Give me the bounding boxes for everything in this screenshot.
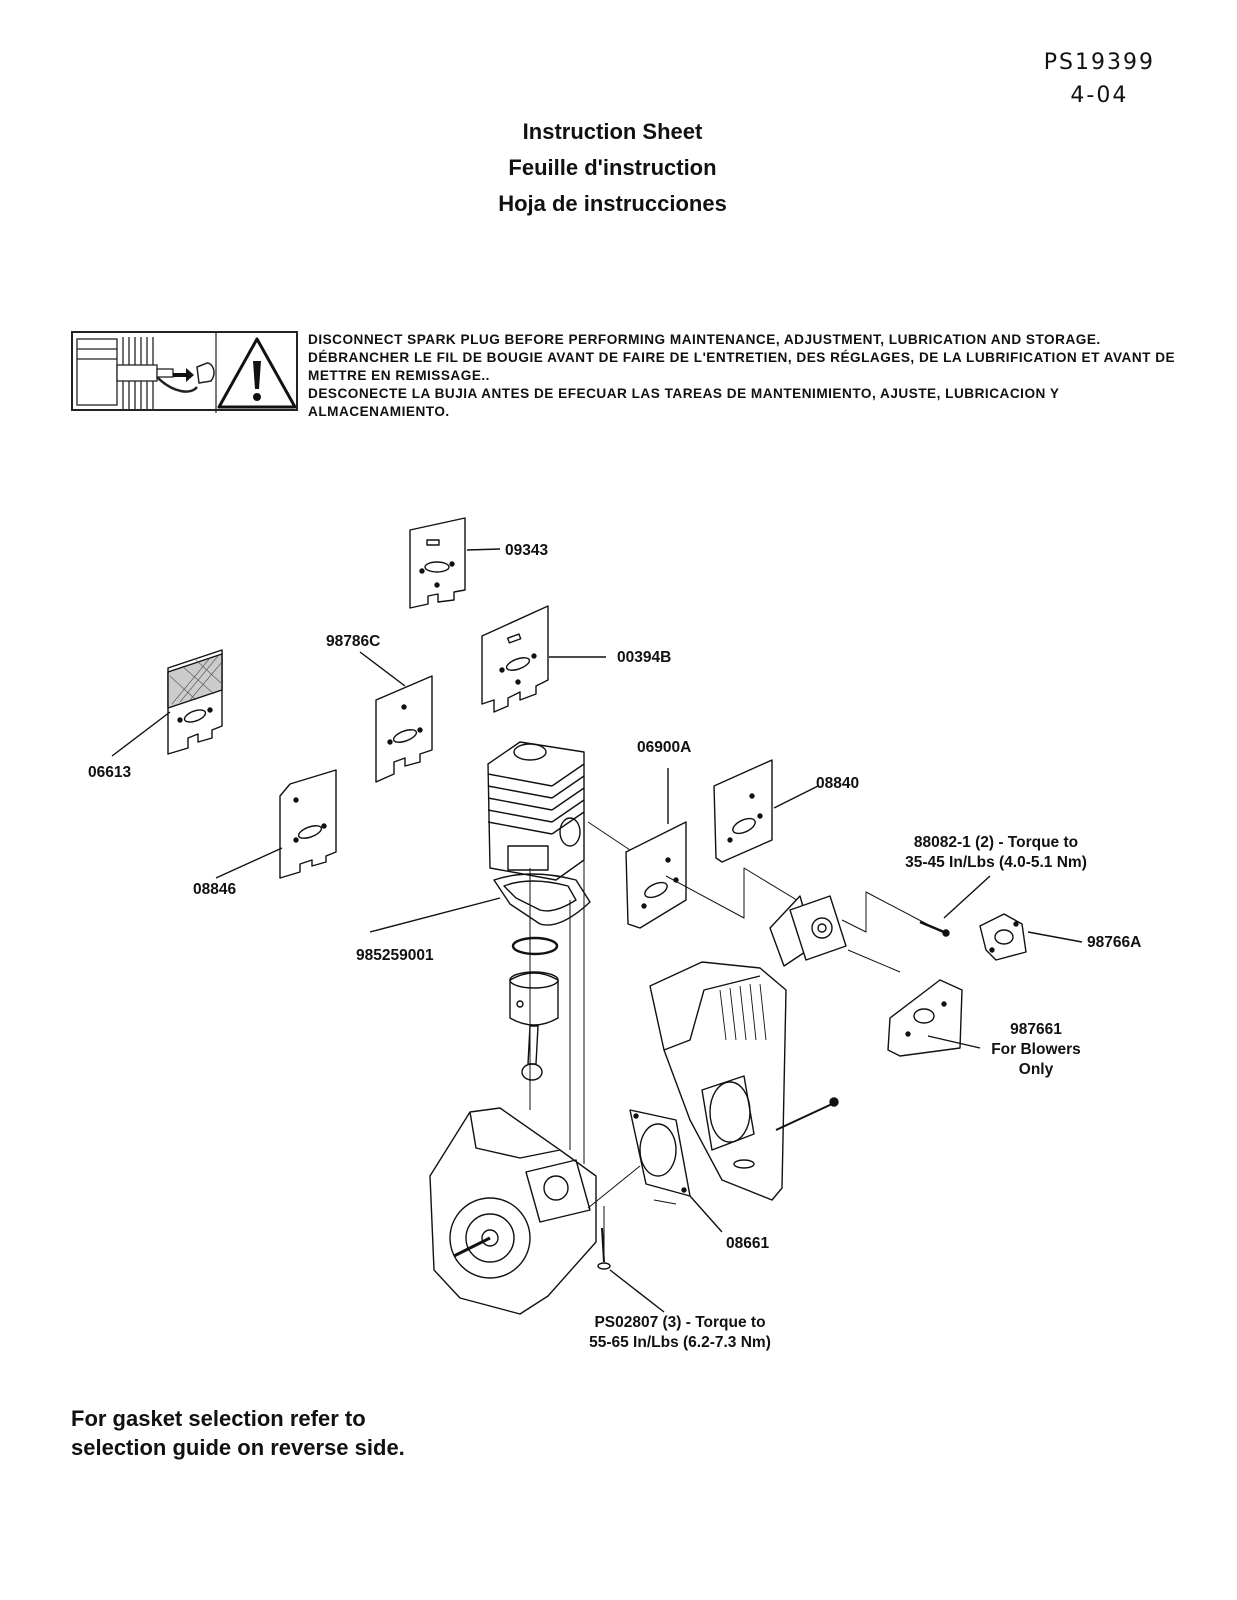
title-english: Instruction Sheet (522, 119, 703, 144)
label-06900A: 06900A (637, 739, 692, 756)
engine-housing-icon (649, 961, 787, 1201)
cylinder-icon (487, 741, 585, 881)
label-06613: 06613 (88, 764, 132, 781)
label-88082-1-line1: 88082-1 (2) - Torque to (913, 834, 1079, 851)
warning-triangle-icon (217, 337, 297, 409)
warning-text-block: DISCONNECT SPARK PLUG BEFORE PERFORMING … (308, 331, 1188, 421)
document-number: PS19399 (1043, 50, 1155, 75)
base-gasket-985259001-icon (493, 873, 591, 926)
label-88082-1: 88082-1 (2) - Torque to 35-45 In/Lbs (4.… (866, 833, 1126, 873)
gasket-98786C-icon (375, 675, 433, 783)
label-98766A: 98766A (1087, 934, 1142, 951)
label-PS02807-line2: 55-65 In/Lbs (6.2-7.3 Nm) (589, 1334, 771, 1351)
gasket-00394B-icon (481, 605, 549, 713)
label-98786C: 98786C (326, 633, 381, 650)
label-08661: 08661 (726, 1235, 770, 1252)
carburetor-icon (769, 895, 847, 967)
gasket-09343-icon (409, 517, 466, 609)
gasket-06900A-icon (625, 821, 687, 929)
gasket-08846-icon (279, 769, 337, 879)
label-09343: 09343 (505, 542, 549, 559)
document-id: PS19399 4-04 (1044, 46, 1155, 112)
crankcase-icon (429, 1107, 597, 1315)
piston-ring-icon (511, 936, 559, 956)
gasket-06613-icon (167, 649, 223, 755)
label-08846: 08846 (193, 881, 237, 898)
housing-bolt-icon (775, 1097, 839, 1131)
plate-987661-icon (887, 979, 963, 1057)
label-08840: 08840 (816, 775, 860, 792)
warning-english: DISCONNECT SPARK PLUG BEFORE PERFORMING … (308, 332, 1101, 347)
gasket-08661-icon (629, 1109, 691, 1197)
label-PS02807: PS02807 (3) - Torque to 55-65 In/Lbs (6.… (550, 1313, 810, 1353)
label-987661: 987661 For Blowers Only (966, 1020, 1106, 1080)
label-985259001: 985259001 (356, 947, 434, 964)
spark-plug-warning-pictogram (71, 331, 298, 413)
plug-boot-icon (196, 362, 215, 384)
bolt-88082-1-icon (919, 920, 950, 937)
warning-french: DÉBRANCHER LE FIL DE BOUGIE AVANT DE FAI… (308, 350, 1176, 383)
label-987661-line1: 987661 (1010, 1021, 1062, 1038)
label-987661-line2: For Blowers (991, 1041, 1081, 1058)
title-block: Instruction Sheet Feuille d'instruction … (0, 114, 1225, 222)
gasket-08840-icon (713, 759, 773, 863)
warning-spanish: DESCONECTE LA BUJIA ANTES DE EFECUAR LAS… (308, 386, 1060, 419)
engine-sketch-icon (76, 337, 198, 409)
arrow-icon (173, 368, 194, 382)
label-00394B: 00394B (617, 649, 672, 666)
label-PS02807-line1: PS02807 (3) - Torque to (594, 1314, 766, 1331)
piston-icon (509, 971, 559, 1081)
title-french: Feuille d'instruction (508, 155, 717, 180)
gasket-98766A-icon (979, 913, 1027, 961)
label-987661-line3: Only (1018, 1061, 1054, 1078)
warning-pictogram-svg (76, 333, 297, 413)
gasket-selection-note: For gasket selection refer to selection … (71, 1406, 405, 1460)
screw-PS02807-icon (597, 1227, 611, 1270)
title-spanish: Hoja de instrucciones (498, 191, 727, 216)
document-date: 4-04 (1070, 83, 1129, 108)
label-88082-1-line2: 35-45 In/Lbs (4.0-5.1 Nm) (905, 854, 1087, 871)
